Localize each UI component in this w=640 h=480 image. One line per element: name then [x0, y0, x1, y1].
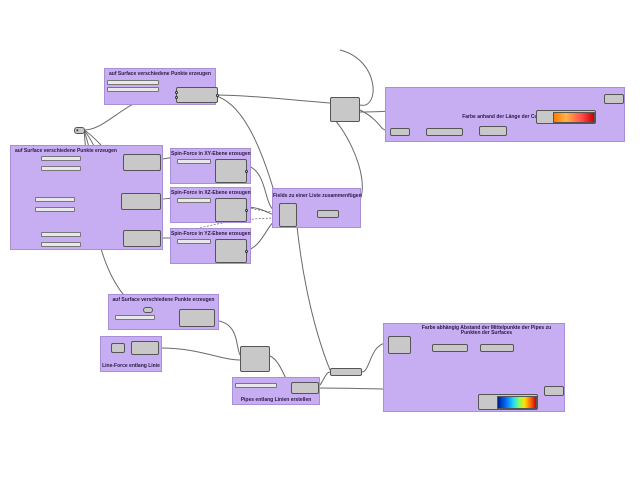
input-port[interactable] [175, 96, 178, 99]
line-param[interactable] [111, 343, 125, 353]
number-slider[interactable] [177, 198, 211, 203]
group-title: auf Surface verschiedene Punkte erzeugen [109, 71, 211, 77]
number-slider[interactable] [177, 159, 211, 164]
group-fields-list[interactable]: Fields zu einer Liste zusammenfügen [272, 188, 362, 228]
surface-param[interactable] [143, 307, 153, 313]
wire [211, 94, 331, 104]
group-title: Spin-Force in YZ-Ebene erzeugen [171, 231, 251, 237]
point-source-param[interactable]: ◉ [74, 127, 85, 134]
custom-preview-component[interactable] [544, 386, 564, 396]
group-points-left[interactable]: auf Surface verschiedene Punkte erzeugen [10, 145, 163, 250]
point-icon: ◉ [76, 128, 79, 132]
group-title: auf Surface verschiedene Punkte erzeugen [112, 297, 215, 303]
gradient-preview [553, 112, 595, 123]
pipe-component[interactable] [291, 382, 319, 394]
wire [359, 109, 387, 131]
group-spin-xz[interactable]: Spin-Force in XZ-Ebene erzeugen [170, 187, 251, 223]
curve-length-component[interactable] [330, 97, 360, 122]
number-slider[interactable] [41, 242, 81, 247]
number-slider[interactable] [41, 166, 81, 171]
populate-geometry-component[interactable] [179, 309, 215, 327]
dashed-wire [199, 217, 279, 229]
number-slider[interactable] [107, 80, 159, 85]
field-line-component[interactable] [317, 210, 339, 218]
number-slider[interactable] [115, 315, 155, 320]
number-slider[interactable] [41, 232, 81, 237]
group-spin-yz[interactable]: Spin-Force in YZ-Ebene erzeugen [170, 228, 251, 264]
group-pipes[interactable]: Pipes entlang Linien erstellen [232, 377, 320, 405]
number-slider[interactable] [35, 197, 75, 202]
group-points-top[interactable]: auf Surface verschiedene Punkte erzeugen [104, 68, 219, 105]
group-spin-xy[interactable]: Spin-Force in XY-Ebene erzeugen [170, 148, 251, 184]
number-slider[interactable] [177, 239, 211, 244]
group-title: Farbe abhängig Abstand der Mittelpunkte … [421, 325, 552, 336]
populate-geometry-component[interactable] [121, 193, 161, 210]
populate-geometry-component[interactable] [123, 154, 161, 171]
number-slider[interactable] [235, 383, 277, 388]
input-port[interactable] [175, 91, 178, 94]
group-color-pipes[interactable]: Farbe abhängig Abstand der Mittelpunkte … [383, 323, 565, 412]
bounds-component[interactable] [432, 344, 468, 352]
group-title: Spin-Force in XZ-Ebene erzeugen [171, 190, 251, 196]
remap-component[interactable] [479, 126, 507, 136]
custom-preview-component[interactable] [604, 94, 624, 104]
wire [159, 347, 241, 361]
output-port[interactable] [216, 94, 219, 97]
spin-force-component[interactable] [215, 239, 248, 263]
group-line-force[interactable]: Line-Force entlang Linie [100, 336, 162, 372]
output-port[interactable] [245, 170, 248, 173]
gradient-component[interactable] [536, 110, 596, 124]
output-port[interactable] [245, 250, 248, 253]
group-title: Spin-Force in XY-Ebene erzeugen [171, 151, 251, 157]
populate-geometry-component[interactable] [123, 230, 161, 247]
group-points-mid[interactable]: auf Surface verschiedene Punkte erzeugen [108, 294, 219, 330]
area-centroid-component[interactable] [330, 368, 362, 376]
group-title: Pipes entlang Linien erstellen [240, 397, 312, 403]
gradient-preview [497, 396, 537, 409]
group-color-curves[interactable]: Farbe anhand der Länge der Curves [385, 87, 625, 142]
line-force-component[interactable] [131, 341, 159, 355]
wire [295, 215, 331, 371]
group-title: Farbe anhand der Länge der Curves [462, 114, 548, 120]
wire [361, 342, 387, 373]
gradient-component[interactable] [478, 394, 538, 410]
wire [211, 94, 279, 206]
bounds-component[interactable] [426, 128, 463, 136]
number-slider[interactable] [35, 207, 75, 212]
output-port[interactable] [245, 209, 248, 212]
closest-point-component[interactable] [388, 336, 411, 354]
wire [339, 49, 374, 106]
number-slider[interactable] [41, 156, 81, 161]
remap-component[interactable] [480, 344, 514, 352]
spin-force-component[interactable] [215, 159, 248, 183]
group-title: Fields zu einer Liste zusammenfügen [273, 193, 362, 199]
spin-force-component[interactable] [215, 198, 248, 222]
group-title: auf Surface verschiedene Punkte erzeugen [15, 148, 117, 154]
populate-geometry-component[interactable] [175, 87, 219, 103]
length-component[interactable] [390, 128, 410, 136]
number-slider[interactable] [107, 87, 159, 92]
field-lines-component[interactable] [240, 346, 270, 372]
group-title: Line-Force entlang Linie [102, 363, 160, 369]
merge-fields-component[interactable] [279, 203, 297, 227]
